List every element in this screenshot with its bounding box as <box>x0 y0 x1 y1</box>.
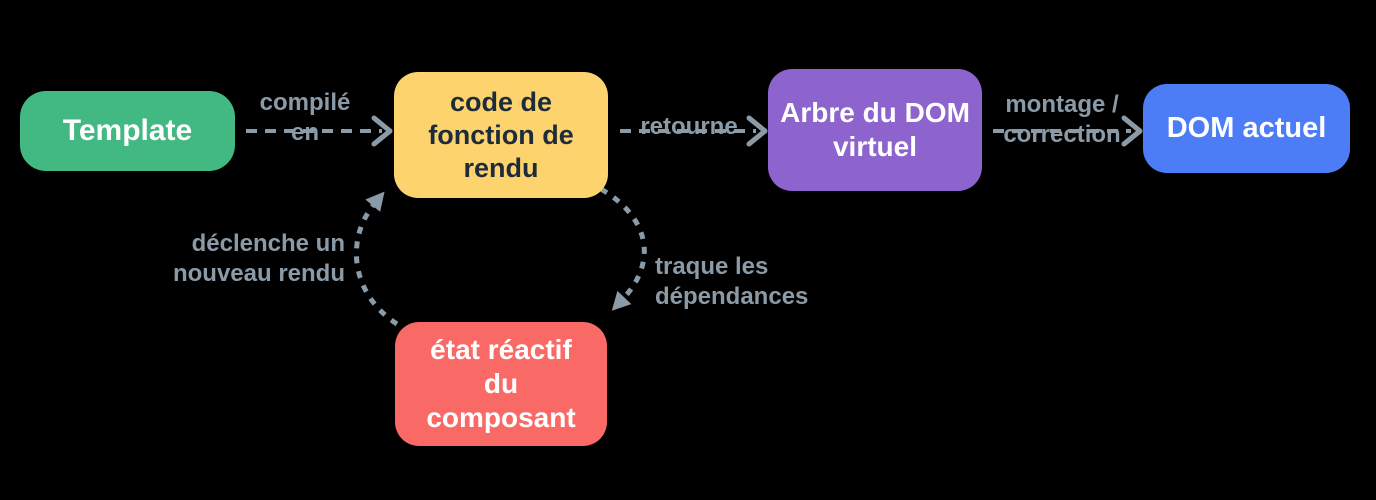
node-render-function-code: code de fonction de rendu <box>394 72 608 198</box>
arrow-mount-head-icon <box>1121 115 1143 147</box>
node-virtual-dom-tree-label: Arbre du DOM virtuel <box>780 97 970 162</box>
arrow-returns-head-icon <box>746 115 768 147</box>
edge-label-returns: retourne <box>640 82 737 142</box>
node-template: Template <box>20 91 235 171</box>
node-template-label: Template <box>62 114 193 147</box>
edge-label-returns-text: retourne <box>640 113 738 140</box>
edge-label-mount-patch-text: montage / correction <box>1003 91 1121 148</box>
edge-label-mount-patch: montage / correction <box>1003 60 1120 150</box>
node-reactive-state-label: état réactif du composant <box>426 334 576 433</box>
arc-trigger-rerender <box>353 191 399 327</box>
arrow-compile-head-icon <box>371 115 393 147</box>
edge-label-compile-text: compilé en <box>259 89 351 146</box>
edge-label-trigger-rerender-text: déclenche un nouveau rendu <box>172 230 345 287</box>
node-actual-dom-label: DOM actuel <box>1166 112 1327 144</box>
node-actual-dom: DOM actuel <box>1143 84 1350 173</box>
arc-track-dependencies <box>599 186 647 311</box>
node-reactive-state: état réactif du composant <box>395 322 607 446</box>
edge-label-track-dependencies-text: traque les dépendances <box>655 253 809 310</box>
edge-label-track-dependencies: traque les dépendances <box>655 222 808 312</box>
edge-label-trigger-rerender: déclenche un nouveau rendu <box>173 229 345 289</box>
node-render-function-code-label: code de fonction de rendu <box>428 86 574 183</box>
edge-label-compile: compilé en <box>260 58 351 148</box>
node-virtual-dom-tree: Arbre du DOM virtuel <box>768 69 982 191</box>
